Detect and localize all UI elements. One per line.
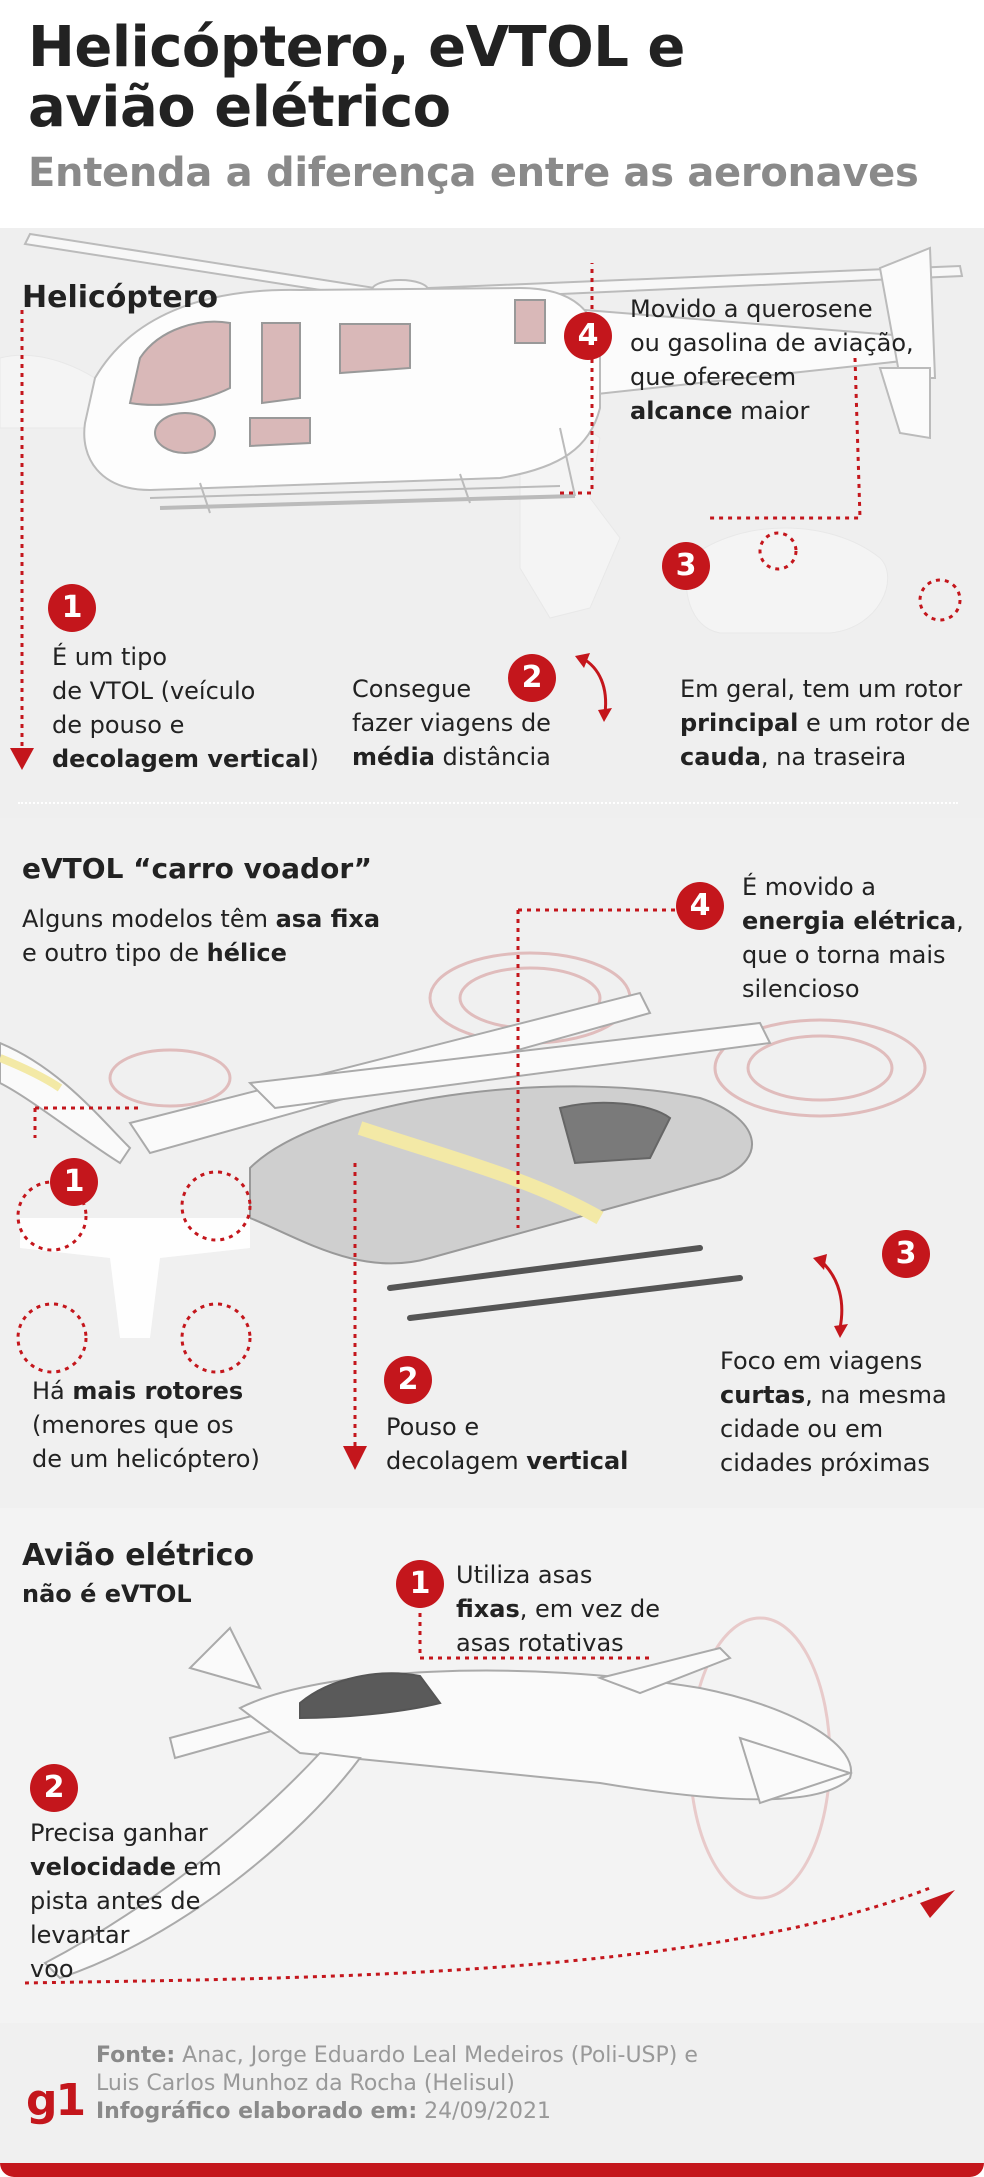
evtol-point-4: É movido a energia elétrica, que o torna… [742, 873, 964, 1003]
plane-subheading: não é eVTOL [22, 1580, 192, 1608]
bottom-accent-bar [0, 2163, 984, 2177]
helicopter-badge-2: 2 [508, 654, 556, 702]
plane-badge-1: 1 [396, 1560, 444, 1608]
helicopter-badge-4: 4 [564, 312, 612, 360]
title-line-2: avião elétrico [28, 75, 451, 140]
evtol-badge-1: 1 [50, 1158, 98, 1206]
electric-plane-section: Avião elétrico não é eVTOL 1 Utiliza asa… [0, 1508, 984, 2023]
helicopter-badge-3: 3 [662, 542, 710, 590]
helicopter-point-4: Movido a querosene ou gasolina de aviaçã… [630, 295, 914, 425]
page-subtitle: Entenda a diferença entre as aeronaves [28, 150, 919, 196]
evtol-point-3: Foco em viagens curtas, na mesma cidade … [720, 1347, 947, 1477]
evtol-point-1: Há mais rotores (menores que os de um he… [32, 1377, 260, 1473]
evtol-badge-4: 4 [676, 882, 724, 930]
g1-logo: g1 [26, 2075, 86, 2126]
evtol-point-2: Pouso e decolagem vertical [386, 1413, 629, 1475]
evtol-illustration [0, 908, 927, 1470]
title-line-1: Helicóptero, eVTOL e [28, 15, 685, 80]
helicopter-point-1: É um tipo de VTOL (veículo de pouso e de… [52, 643, 319, 773]
evtol-intro: Alguns modelos têm asa fixa e outro tipo… [22, 905, 381, 967]
source-credits: Fonte: Anac, Jorge Eduardo Leal Medeiros… [96, 2043, 698, 2124]
helicopter-illustration [0, 232, 964, 770]
helicopter-badge-1: 1 [48, 584, 96, 632]
plane-badge-2: 2 [30, 1764, 78, 1812]
plane-point-2: Precisa ganhar velocidade em pista antes… [30, 1819, 222, 1983]
plane-point-1: Utiliza asas fixas, em vez de asas rotat… [456, 1561, 660, 1657]
evtol-badge-3: 3 [882, 1230, 930, 1278]
helicopter-point-3: Em geral, tem um rotor principal e um ro… [680, 675, 971, 771]
footer [0, 2023, 984, 2163]
electric-plane-illustration [24, 1568, 955, 1985]
evtol-section: eVTOL “carro voador” Alguns modelos têm … [0, 818, 984, 1508]
section-divider [18, 802, 958, 804]
plane-heading: Avião elétrico [22, 1538, 255, 1573]
evtol-badge-2: 2 [384, 1356, 432, 1404]
evtol-heading: eVTOL “carro voador” [22, 852, 373, 885]
page-title: Helicóptero, eVTOL e avião elétrico [28, 18, 685, 138]
helicopter-heading: Helicóptero [22, 280, 218, 315]
helicopter-point-2: Consegue fazer viagens de média distânci… [352, 675, 551, 771]
helicopter-section: Helicóptero 1 É um tipo de VTOL (veículo… [0, 228, 984, 818]
